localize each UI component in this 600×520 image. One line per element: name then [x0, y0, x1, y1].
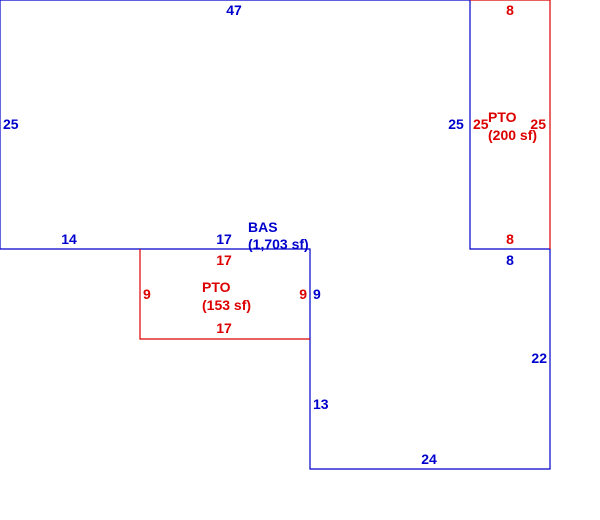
bas-dim-step-down: 9	[313, 286, 321, 302]
pto-right-area: (200 sf)	[488, 127, 537, 143]
pto-right-dim-right: 25	[530, 116, 546, 132]
bas-dim-left: 25	[3, 116, 19, 132]
bas-dim-top: 47	[226, 2, 242, 18]
bas-name: BAS	[248, 219, 278, 235]
pto-lower-dim-top: 17	[216, 252, 232, 268]
bas-dim-ledge-right: 8	[506, 252, 514, 268]
pto-right-dim-bottom: 8	[506, 231, 514, 247]
bas-dim-inner-right: 25	[448, 116, 464, 132]
bas-dim-bottom-left: 14	[61, 231, 77, 247]
bas-dim-lower-left: 13	[313, 396, 329, 412]
pto-lower-outline	[139, 249, 310, 340]
pto-right-name: PTO	[488, 109, 517, 125]
bas-dim-right: 22	[531, 350, 547, 366]
pto-lower-area: (153 sf)	[202, 297, 251, 313]
pto-right-dim-top: 8	[506, 2, 514, 18]
pto-right-outline	[470, 0, 551, 249]
pto-lower-dim-right: 9	[299, 286, 307, 302]
bas-area: (1,703 sf)	[248, 236, 309, 252]
pto-lower-dim-left: 9	[143, 286, 151, 302]
pto-right-dim-left: 25	[473, 116, 489, 132]
pto-lower-dim-bottom: 17	[216, 320, 232, 336]
bas-dim-bottom: 24	[421, 451, 437, 467]
pto-lower-name: PTO	[202, 279, 231, 295]
bas-dim-ledge: 17	[216, 231, 232, 247]
